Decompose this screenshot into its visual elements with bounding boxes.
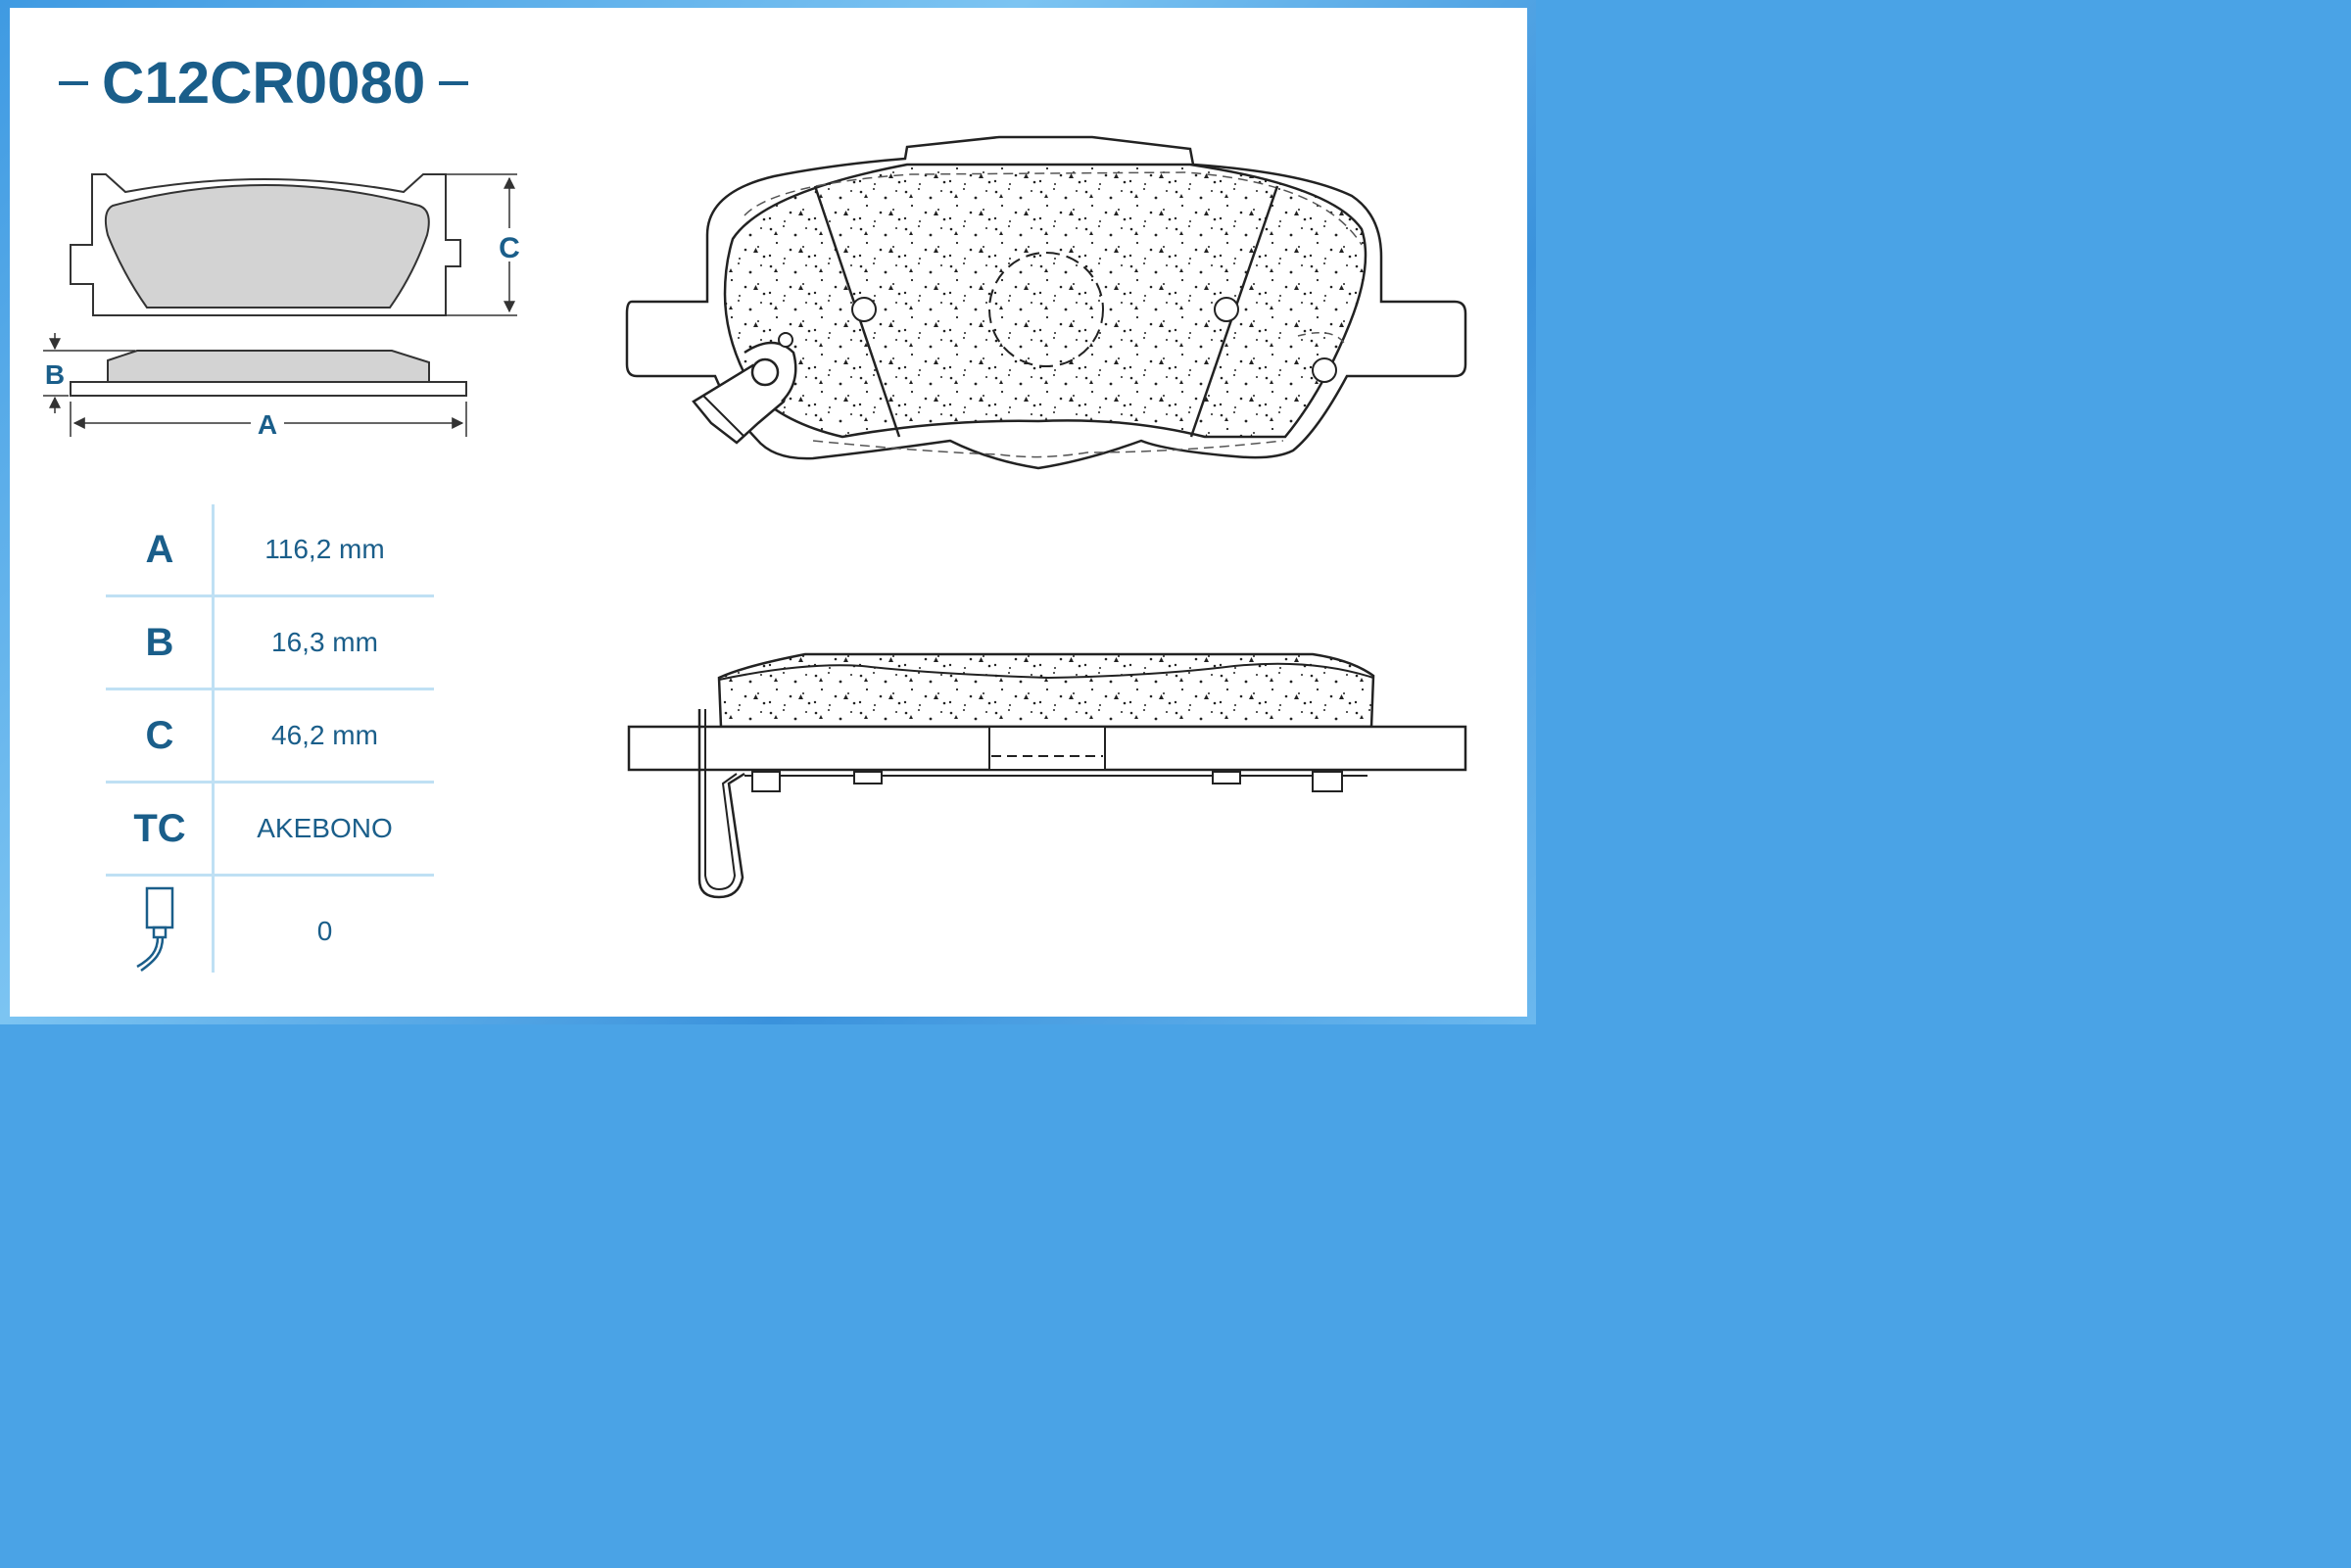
dim-c-bg [495,228,524,261]
spec-table-divider [212,504,215,973]
spec-value: 16,3 mm [271,627,378,657]
title-dash-right [439,81,469,85]
spec-value: 0 [316,916,333,946]
spec-row-a: A 116,2 mm [106,504,434,597]
spec-key: TC [133,806,186,850]
spec-value: 46,2 mm [271,720,378,750]
dim-a-bg [251,407,284,439]
spec-value: AKEBONO [257,813,393,843]
spec-key: A [145,527,174,571]
spec-row-tc: TC AKEBONO [106,784,434,877]
dim-a-label: A [258,409,277,440]
spec-row-b: B 16,3 mm [106,597,434,690]
small-front-view: C [70,173,524,316]
spec-table: A 116,2 mm B 16,3 mm C 46,2 mm TC AKEBON… [106,504,434,986]
spec-key: B [145,620,174,664]
spec-value: 116,2 mm [264,534,385,564]
large-front-view [625,135,1467,470]
spec-key: C [145,713,174,757]
dim-c-label: C [499,232,520,264]
spec-row-c: C 46,2 mm [106,690,434,784]
title-dash-left [59,81,88,85]
large-side-view [627,652,1467,899]
dim-b-label: B [45,359,65,390]
technical-drawings: C B A [43,135,1467,899]
part-number-title: C12CR0080 [59,49,469,118]
wear-indicator-clip [692,332,797,445]
wear-sensor-icon [106,877,214,986]
spec-row-sensor: 0 [106,877,434,986]
small-side-view: B A [43,333,467,440]
part-number: C12CR0080 [102,50,426,116]
